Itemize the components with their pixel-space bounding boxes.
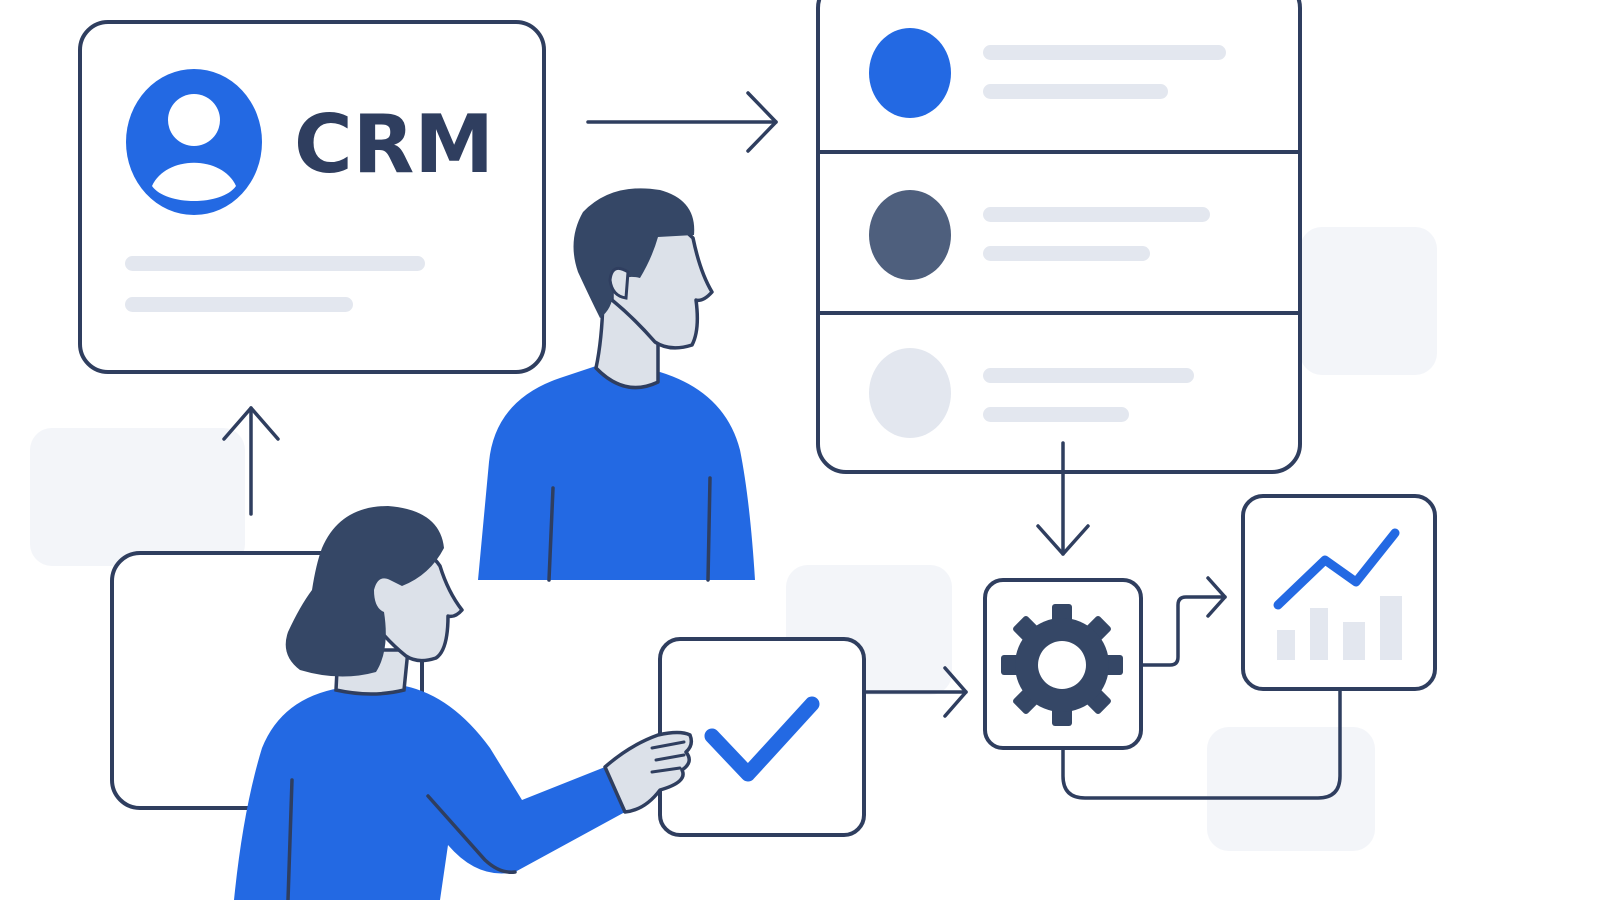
contact-avatar-icon [869, 348, 951, 438]
arrow-up-icon [222, 406, 280, 516]
bar-icon [1343, 622, 1365, 660]
text-placeholder-line [125, 256, 425, 271]
man-torso [478, 366, 755, 580]
arrow-right-icon [586, 91, 778, 153]
bar-icon [1310, 608, 1328, 660]
user-avatar-icon [126, 69, 262, 215]
bar-icon [1277, 630, 1295, 660]
arrow-right-icon [864, 666, 968, 718]
crm-card: CRM [78, 20, 546, 374]
woman-hand [603, 730, 694, 814]
text-placeholder-line [983, 407, 1129, 422]
checkmark-icon [704, 696, 820, 782]
person-woman-icon [234, 506, 694, 900]
person-man-icon [478, 188, 755, 582]
text-placeholder-line [983, 246, 1150, 261]
contact-row [869, 28, 1226, 118]
bar-icon [1380, 596, 1402, 660]
analytics-chart-icon [1273, 528, 1402, 660]
man-ear [608, 266, 630, 300]
flow-arrows [222, 91, 1342, 800]
crm-logo-text: CRM [294, 98, 494, 191]
contact-list-frame [816, 0, 1302, 474]
arrow-right-icon [1141, 576, 1227, 667]
text-placeholder-line [983, 84, 1168, 99]
analytics-card-frame [1241, 494, 1437, 691]
text-placeholder-line [125, 297, 353, 312]
gear-icon [1001, 604, 1123, 726]
contact-avatar-icon [869, 190, 951, 280]
contact-avatar-icon [869, 28, 951, 118]
automation-card [983, 578, 1143, 750]
text-placeholder-line [983, 207, 1210, 222]
arrow-down-icon [1036, 441, 1090, 556]
contact-list-panel [816, 0, 1302, 474]
contact-row [869, 190, 1210, 280]
text-placeholder-line [983, 368, 1194, 383]
background-block [30, 428, 245, 566]
analytics-card [1241, 494, 1437, 691]
background-block [1207, 727, 1375, 851]
text-placeholder-line [983, 45, 1226, 60]
background-block [1300, 227, 1437, 375]
woman-torso [234, 686, 625, 900]
woman-hair [285, 506, 444, 677]
loop-connector [1061, 688, 1342, 800]
man-hair [573, 188, 695, 318]
contact-row [869, 348, 1194, 438]
trend-line-icon [1273, 528, 1400, 610]
